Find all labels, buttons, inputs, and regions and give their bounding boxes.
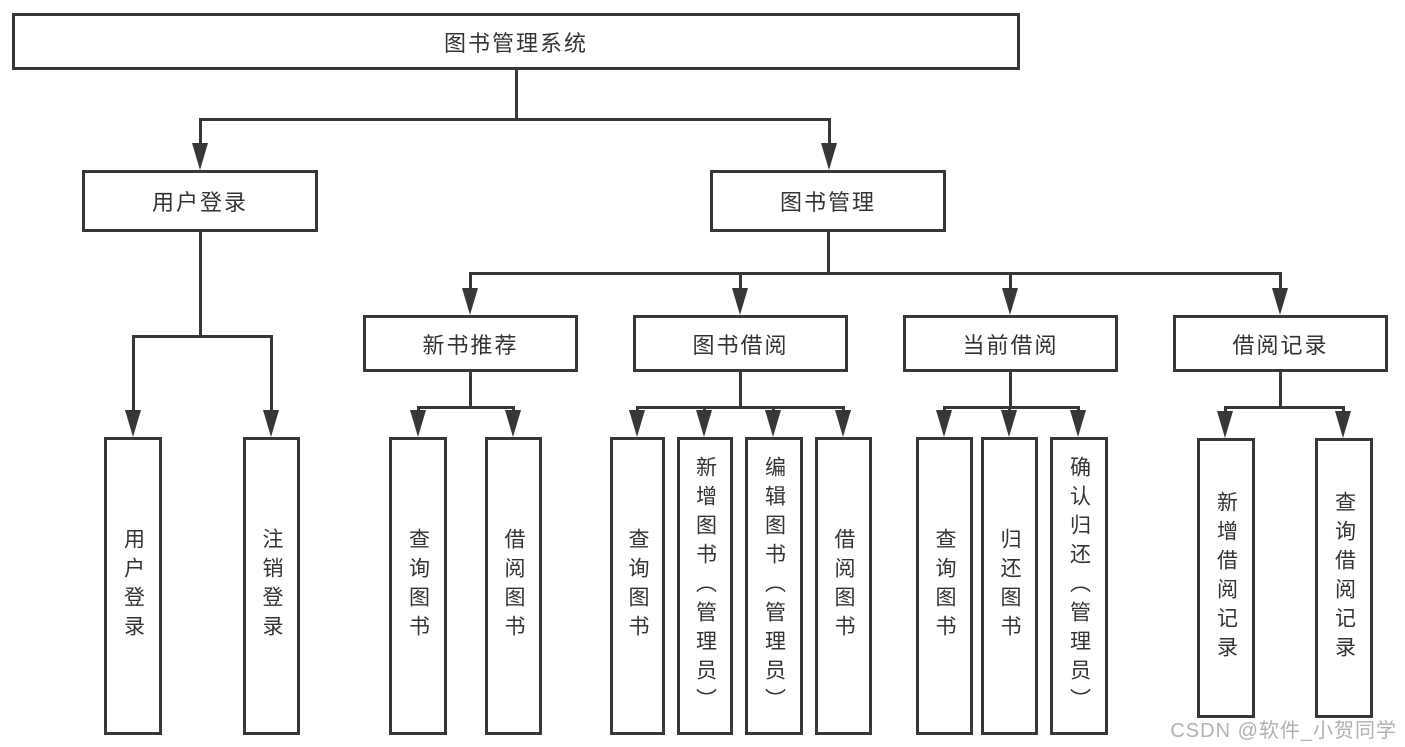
csdn-watermark: CSDN @软件_小贺同学 <box>1170 720 1397 742</box>
leaf-add-books-admin: 新增图书（管理员） <box>677 437 733 735</box>
arrowhead-down-icon <box>936 410 952 437</box>
leaf-label: 用户登录 <box>121 528 145 644</box>
arrowhead-down-icon <box>263 410 279 437</box>
connector-leaf-stem <box>1342 406 1345 415</box>
arrowhead-down-icon <box>505 410 521 437</box>
leaf-label: 新增图书（管理员） <box>693 455 717 717</box>
connector-user-login-down <box>199 232 202 335</box>
arrowhead-down-icon <box>629 410 645 437</box>
leaf-label: 借阅图书 <box>502 528 526 644</box>
arrowhead-down-icon <box>732 288 748 315</box>
connector-record-down <box>1279 372 1282 406</box>
connector-book-mgmt-stem <box>828 118 831 146</box>
arrowhead-down-icon <box>835 410 851 437</box>
leaf-label: 确认归还（管理员） <box>1067 455 1091 717</box>
leaf-borrow-books: 借阅图书 <box>815 437 872 735</box>
connector-branch-stem <box>1279 272 1282 290</box>
connector-current-down <box>1009 372 1012 406</box>
arrowhead-down-icon <box>1217 411 1233 438</box>
leaf-user-login: 用户登录 <box>104 437 162 735</box>
leaf-label: 查询图书 <box>933 528 957 644</box>
connector-current-hbar <box>943 406 1080 409</box>
arrowhead-down-icon <box>821 143 837 170</box>
arrowhead-down-icon <box>1070 410 1086 437</box>
leaf-query-books-current: 查询图书 <box>916 437 973 735</box>
node-book-borrow-label: 图书借阅 <box>692 332 789 358</box>
connector-recommend-down <box>469 372 472 406</box>
connector-branch-stem <box>1009 272 1012 290</box>
arrowhead-down-icon <box>192 143 208 170</box>
connector-branch-stem <box>739 272 742 290</box>
arrowhead-down-icon <box>410 410 426 437</box>
arrowhead-down-icon <box>462 288 478 315</box>
node-current-borrow-label: 当前借阅 <box>962 332 1059 358</box>
node-book-borrow: 图书借阅 <box>633 315 848 372</box>
leaf-confirm-return-admin: 确认归还（管理员） <box>1050 437 1108 735</box>
arrowhead-down-icon <box>1272 288 1288 315</box>
leaf-label: 查询图书 <box>626 528 650 644</box>
connector-user-login-stem <box>199 118 202 146</box>
connector-recommend-hbar <box>417 406 515 409</box>
connector-leaf-stem <box>1224 406 1227 415</box>
node-book-management: 图书管理 <box>710 170 946 232</box>
node-borrow-record-label: 借阅记录 <box>1232 332 1329 358</box>
leaf-label: 新增借阅记录 <box>1214 491 1238 665</box>
leaf-add-borrow-record: 新增借阅记录 <box>1197 438 1255 718</box>
leaf-query-borrow-record: 查询借阅记录 <box>1315 438 1373 718</box>
leaf-query-books-recommend: 查询图书 <box>389 437 447 735</box>
connector-root-hbar <box>199 118 831 121</box>
arrowhead-down-icon <box>1002 288 1018 315</box>
connector-book-mgmt-down <box>827 232 830 272</box>
node-root-system: 图书管理系统 <box>12 13 1020 70</box>
connector-branch-stem <box>469 272 472 290</box>
connector-borrow-down <box>739 372 742 406</box>
connector-borrow-hbar <box>636 406 845 409</box>
node-book-management-label: 图书管理 <box>779 190 876 215</box>
connector-leaf-stem <box>132 335 135 412</box>
arrowhead-down-icon <box>696 410 712 437</box>
leaf-label: 注销登录 <box>260 528 284 644</box>
leaf-label: 查询图书 <box>406 528 430 644</box>
arrowhead-down-icon <box>1335 411 1351 438</box>
connector-book-mgmt-hbar <box>469 272 1282 275</box>
leaf-label: 查询借阅记录 <box>1332 491 1356 665</box>
node-user-login: 用户登录 <box>82 170 318 232</box>
node-borrow-record: 借阅记录 <box>1173 315 1388 372</box>
leaf-query-books-borrow: 查询图书 <box>610 437 665 735</box>
connector-user-login-hbar <box>132 335 273 338</box>
leaf-edit-books-admin: 编辑图书（管理员） <box>745 437 803 735</box>
connector-leaf-stem <box>270 335 273 412</box>
arrowhead-down-icon <box>125 410 141 437</box>
connector-record-hbar <box>1224 406 1345 409</box>
node-current-borrow: 当前借阅 <box>903 315 1118 372</box>
leaf-borrow-books-recommend: 借阅图书 <box>485 437 542 735</box>
node-new-book-recommend: 新书推荐 <box>363 315 578 372</box>
leaf-label: 编辑图书（管理员） <box>762 455 786 717</box>
node-user-login-label: 用户登录 <box>151 190 248 215</box>
leaf-label: 归还图书 <box>998 528 1022 644</box>
leaf-logout: 注销登录 <box>243 437 300 735</box>
leaf-label: 借阅图书 <box>832 528 856 644</box>
node-root-label: 图书管理系统 <box>443 30 588 56</box>
connector-root-stem <box>515 70 518 118</box>
arrowhead-down-icon <box>765 410 781 437</box>
arrowhead-down-icon <box>1001 410 1017 437</box>
node-new-book-recommend-label: 新书推荐 <box>422 332 519 358</box>
leaf-return-books: 归还图书 <box>981 437 1038 735</box>
